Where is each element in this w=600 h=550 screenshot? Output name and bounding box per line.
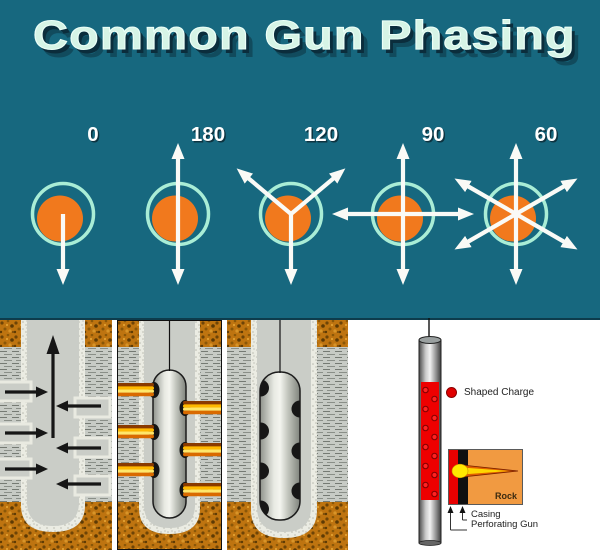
shaped-charges [422, 386, 438, 498]
rock-label: Rock [494, 491, 517, 501]
panel-flow-arrows [0, 320, 112, 550]
wellbore-panels [0, 320, 348, 550]
svg-text:0: 0 [89, 125, 100, 148]
legend-label: Shaped Charge [464, 387, 535, 398]
svg-text:90: 90 [423, 125, 446, 148]
page-title: Common Gun Phasing [32, 12, 576, 59]
phasing-angle-label: 90 [422, 123, 445, 146]
panel-gun-firing [117, 320, 222, 550]
phasing-angle-label: 120 [304, 123, 338, 146]
gun-strip [449, 450, 458, 504]
perforation-jet [117, 382, 222, 498]
phasing-angle-label: 60 [535, 123, 558, 146]
svg-text:180: 180 [192, 125, 226, 148]
casing-callout-label: Casing [471, 509, 501, 520]
legend-shaped-charge: Shaped Charge [446, 387, 534, 398]
svg-text:120: 120 [305, 125, 339, 148]
panel-scalloped-gun [227, 320, 348, 550]
phasing-angle-label: 0 [87, 123, 98, 146]
shaped-charge-dot-icon [446, 387, 457, 398]
penetration-inset: Rock [448, 449, 523, 505]
perforating-gun-drawing [418, 318, 442, 546]
inset-callout-lines [447, 506, 467, 531]
phasing-diagram-0: 00 [30, 123, 100, 285]
svg-text:60: 60 [536, 125, 559, 148]
penetration-jet [451, 463, 519, 479]
wellbore-section: Shaped Charge Rock Casing Pe [0, 318, 600, 550]
perforating-gun-callout-label: Perforating Gun [471, 519, 539, 530]
phasing-angle-label: 180 [191, 123, 225, 146]
rock-block: Rock [468, 450, 522, 504]
